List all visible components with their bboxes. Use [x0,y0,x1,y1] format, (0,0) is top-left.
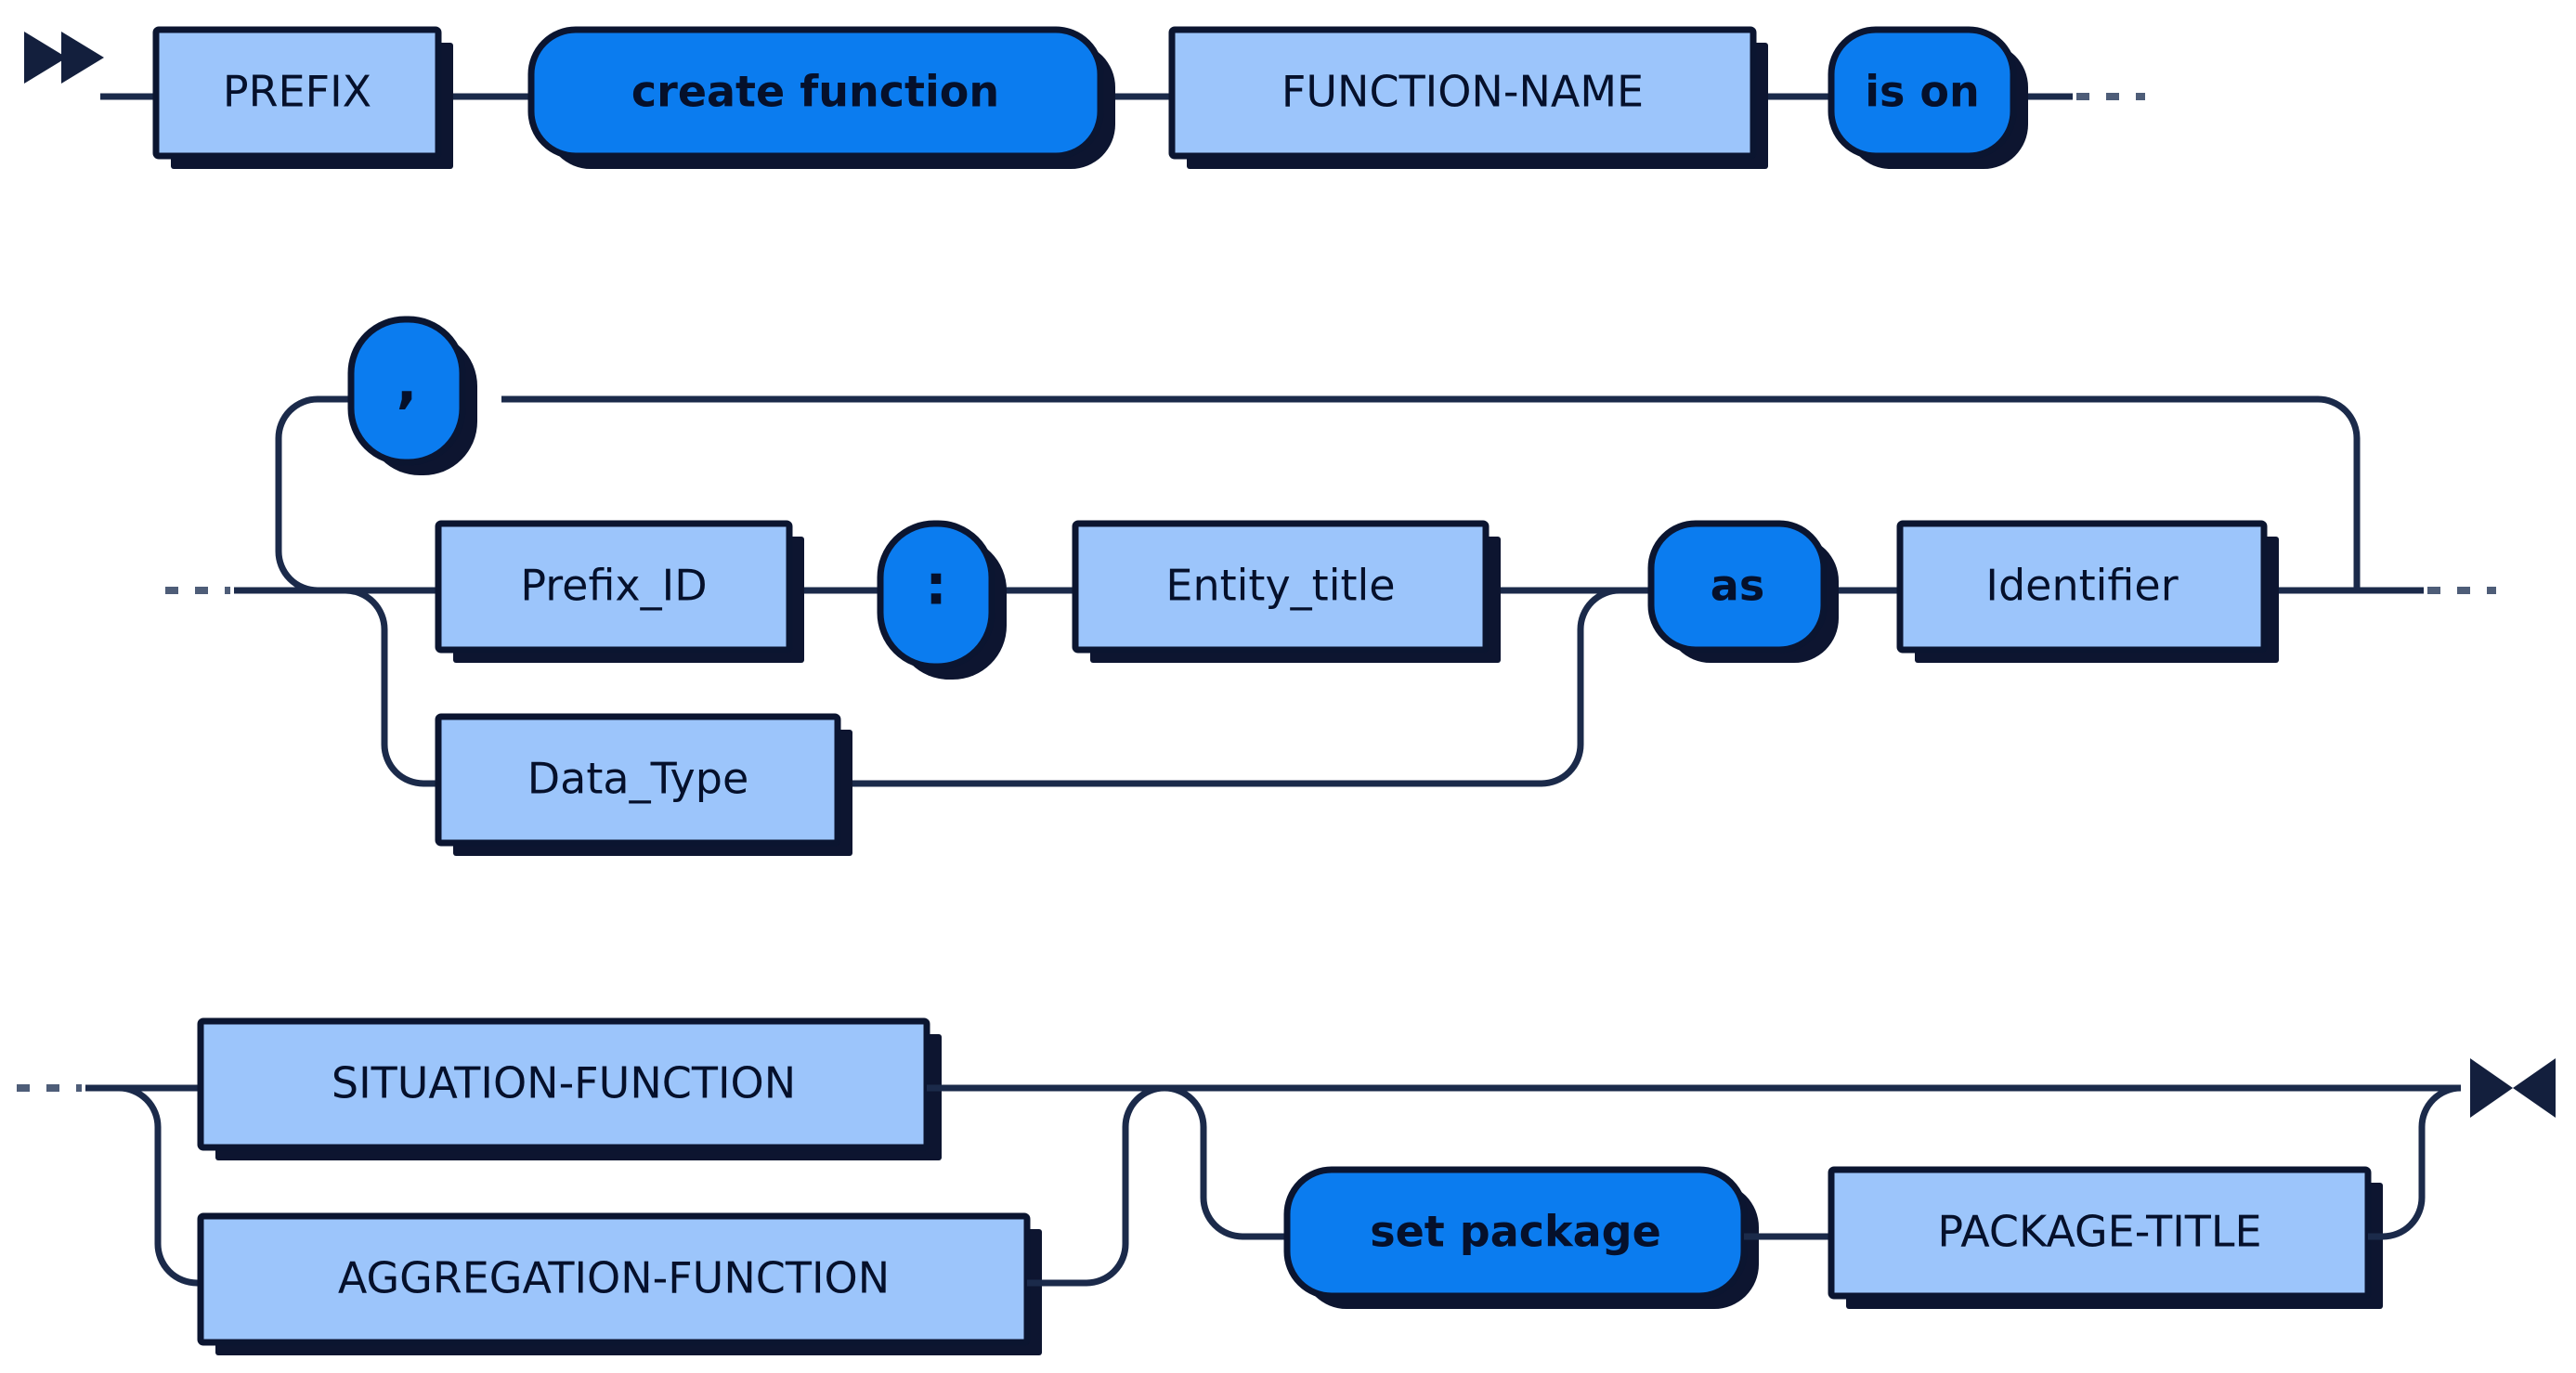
rail-r3-opt-merge [2368,1084,2462,1240]
node-situation-function-label: SITUATION-FUNCTION [332,1058,796,1108]
rail-alt-rejoin-right [862,587,1620,787]
end-bowtie-icon [2470,1058,2556,1118]
node-aggregation-function[interactable]: AGGREGATION-FUNCTION [197,1212,1042,1355]
node-function-name-label: FUNCTION-NAME [1281,67,1644,117]
node-is-on-label: is on [1865,67,1980,117]
node-set-package-label: set package [1370,1207,1661,1257]
node-prefix-label: PREFIX [223,67,371,117]
node-set-package[interactable]: set package [1283,1166,1759,1309]
node-entity-title-label: Entity_title [1165,561,1395,611]
node-identifier[interactable]: Identifier [1896,520,2279,663]
node-create-function[interactable]: create function [527,26,1115,169]
node-as[interactable]: as [1647,520,1839,663]
node-package-title-label: PACKAGE-TITLE [1937,1207,2261,1257]
node-as-label: as [1711,561,1764,611]
row-3-group: SITUATION-FUNCTION AGGREGATION-FUNCTION … [17,1017,2556,1355]
node-create-function-label: create function [631,67,999,117]
rail-r3-choice-merge [1027,1084,1165,1287]
node-entity-title[interactable]: Entity_title [1072,520,1501,663]
rail-r3-choice-split [118,1084,201,1287]
rail-loop-top-right [501,395,2361,590]
start-double-triangle-icon [24,32,104,84]
node-prefix[interactable]: PREFIX [152,26,453,169]
rail-r3-opt-split [1164,1084,1287,1240]
node-colon-label: : [925,553,947,618]
node-data-type-label: Data_Type [527,754,749,804]
node-identifier-label: Identifier [1985,561,2178,611]
rail-loop-top-left [275,395,381,594]
node-aggregation-function-label: AGGREGATION-FUNCTION [338,1253,890,1303]
row-2-group: , Prefix_ID : Entity_title as [165,316,2496,856]
node-colon[interactable]: : [877,520,1007,680]
row-1-group: PREFIX create function FUNCTION-NAME is … [24,26,2145,169]
node-comma[interactable]: , [347,316,477,475]
node-is-on[interactable]: is on [1828,26,2028,169]
node-package-title[interactable]: PACKAGE-TITLE [1828,1166,2383,1309]
rail-alt-split-left [345,587,438,787]
node-prefix-id-label: Prefix_ID [520,561,707,611]
node-data-type[interactable]: Data_Type [435,713,852,856]
node-comma-label: , [397,351,418,416]
node-function-name[interactable]: FUNCTION-NAME [1168,26,1768,169]
node-prefix-id[interactable]: Prefix_ID [435,520,804,663]
node-situation-function[interactable]: SITUATION-FUNCTION [197,1017,942,1160]
